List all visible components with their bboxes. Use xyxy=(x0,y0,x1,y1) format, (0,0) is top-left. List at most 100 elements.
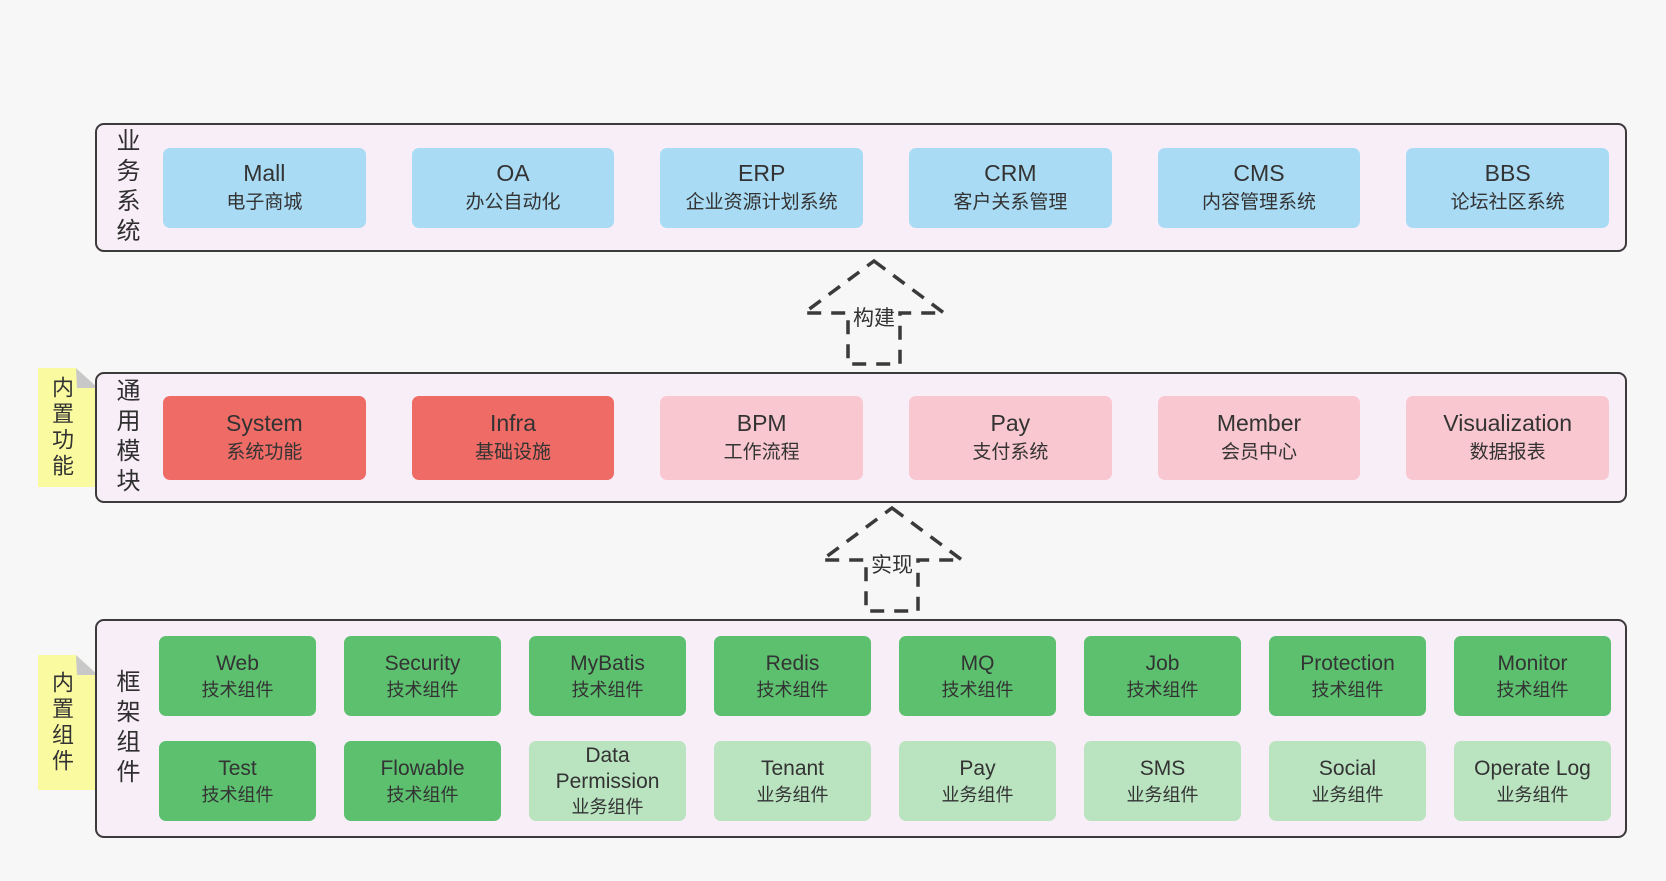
box-subtitle: 系统功能 xyxy=(226,442,303,464)
box-subtitle: 工作流程 xyxy=(723,442,800,464)
box-title: MyBatis xyxy=(570,651,645,675)
box-system: System 系统功能 xyxy=(163,395,366,480)
band-common-modules: 通用模块 System 系统功能 Infra 基础设施 BPM 工作流程 Pay… xyxy=(95,372,1627,503)
box-protection: Protection 技术组件 xyxy=(1269,636,1426,716)
box-subtitle: 技术组件 xyxy=(941,679,1014,700)
box-subtitle: 技术组件 xyxy=(386,679,459,700)
box-title: Test xyxy=(218,756,257,780)
box-title: Protection xyxy=(1300,651,1395,675)
arrow-implement-label: 实现 xyxy=(868,549,916,579)
box-erp: ERP 企业资源计划系统 xyxy=(660,147,863,228)
arrow-build: 构建 xyxy=(794,256,954,368)
box-subtitle: 支付系统 xyxy=(972,442,1049,464)
sticky-built-in-components: 内置组件 xyxy=(38,655,98,790)
box-title: MQ xyxy=(960,651,995,675)
box-title: CRM xyxy=(984,160,1037,187)
box-subtitle: 业务组件 xyxy=(756,784,829,805)
box-subtitle: 电子商城 xyxy=(226,192,303,214)
box-tenant: Tenant 业务组件 xyxy=(714,741,871,821)
folded-corner-icon xyxy=(76,655,98,675)
box-title: Pay xyxy=(959,756,996,780)
box-test: Test 技术组件 xyxy=(159,741,316,821)
box-title: Security xyxy=(384,651,461,675)
box-subtitle: 业务组件 xyxy=(1311,784,1384,805)
box-crm: CRM 客户关系管理 xyxy=(909,147,1112,228)
box-oa: OA 办公自动化 xyxy=(411,147,615,228)
box-visualization: Visualization 数据报表 xyxy=(1406,395,1609,480)
arrow-implement: 实现 xyxy=(812,503,972,615)
box-title: Web xyxy=(216,651,259,675)
box-subtitle: 技术组件 xyxy=(571,679,644,700)
box-subtitle: 客户关系管理 xyxy=(953,192,1068,214)
box-infra: Infra 基础设施 xyxy=(411,395,615,480)
box-title: Operate Log xyxy=(1474,756,1591,780)
box-subtitle: 数据报表 xyxy=(1469,442,1546,464)
sticky-built-in-features: 内置功能 xyxy=(38,368,98,487)
box-title: Mall xyxy=(243,160,286,187)
band-framework-components: 框架组件 Web 技术组件 Security 技术组件 MyBatis 技术组件… xyxy=(95,619,1627,838)
box-subtitle: 技术组件 xyxy=(201,679,274,700)
box-title: Monitor xyxy=(1497,651,1568,675)
box-operate-log: Operate Log 业务组件 xyxy=(1454,741,1611,821)
band-label-common-modules: 通用模块 xyxy=(112,377,139,498)
box-mq: MQ 技术组件 xyxy=(899,636,1056,716)
box-subtitle: 技术组件 xyxy=(1311,679,1384,700)
box-subtitle: 技术组件 xyxy=(1496,679,1569,700)
box-title: BBS xyxy=(1484,160,1531,187)
box-security: Security 技术组件 xyxy=(344,636,501,716)
sticky-built-in-features-label: 内置功能 xyxy=(49,375,74,480)
box-subtitle: 业务组件 xyxy=(571,797,644,818)
band-label-business-systems: 业务系统 xyxy=(112,127,139,248)
box-mall: Mall 电子商城 xyxy=(163,147,366,228)
business-systems-boxes: Mall 电子商城 OA 办公自动化 ERP 企业资源计划系统 CRM 客户关系… xyxy=(137,147,1625,228)
box-title: Pay xyxy=(990,410,1031,437)
box-title: Tenant xyxy=(760,756,825,780)
box-title: CMS xyxy=(1233,160,1285,187)
arrow-build-label: 构建 xyxy=(850,302,898,332)
box-title: SMS xyxy=(1139,756,1186,780)
box-sms: SMS 业务组件 xyxy=(1084,741,1241,821)
box-bbs: BBS 论坛社区系统 xyxy=(1406,147,1609,228)
band-label-framework-components: 框架组件 xyxy=(112,668,139,789)
framework-components-boxes: Web 技术组件 Security 技术组件 MyBatis 技术组件 Redi… xyxy=(137,636,1625,821)
box-title: System xyxy=(225,410,303,437)
box-bpm: BPM 工作流程 xyxy=(660,395,863,480)
box-subtitle: 技术组件 xyxy=(386,784,459,805)
folded-corner-icon xyxy=(76,368,98,388)
box-title: BPM xyxy=(736,410,787,437)
box-title: Social xyxy=(1318,756,1377,780)
box-title: Data Permission xyxy=(555,744,660,793)
box-data-permission: Data Permission 业务组件 xyxy=(529,741,686,821)
box-web: Web 技术组件 xyxy=(159,636,316,716)
box-subtitle: 业务组件 xyxy=(1126,784,1199,805)
band-business-systems: 业务系统 Mall 电子商城 OA 办公自动化 ERP 企业资源计划系统 CRM… xyxy=(95,123,1627,252)
box-cms: CMS 内容管理系统 xyxy=(1157,147,1361,228)
box-title: Member xyxy=(1216,410,1302,437)
box-subtitle: 技术组件 xyxy=(201,784,274,805)
box-subtitle: 业务组件 xyxy=(1496,784,1569,805)
box-subtitle: 办公自动化 xyxy=(465,192,561,214)
box-title: Infra xyxy=(489,410,536,437)
up-arrow-icon xyxy=(816,505,968,613)
up-arrow-icon xyxy=(798,258,950,366)
common-modules-boxes: System 系统功能 Infra 基础设施 BPM 工作流程 Pay 支付系统… xyxy=(137,395,1625,480)
box-title: Redis xyxy=(765,651,820,675)
box-job: Job 技术组件 xyxy=(1084,636,1241,716)
box-subtitle: 技术组件 xyxy=(756,679,829,700)
box-subtitle: 会员中心 xyxy=(1220,442,1297,464)
box-title: Flowable xyxy=(380,756,465,780)
sticky-built-in-components-label: 内置组件 xyxy=(49,670,74,775)
box-mybatis: MyBatis 技术组件 xyxy=(529,636,686,716)
box-title: ERP xyxy=(738,160,786,187)
box-subtitle: 企业资源计划系统 xyxy=(685,192,838,214)
box-flowable: Flowable 技术组件 xyxy=(344,741,501,821)
box-subtitle: 技术组件 xyxy=(1126,679,1199,700)
box-title: OA xyxy=(496,160,530,187)
box-subtitle: 内容管理系统 xyxy=(1201,192,1316,214)
box-title: Job xyxy=(1145,651,1180,675)
box-pay-component: Pay 业务组件 xyxy=(899,741,1056,821)
box-pay: Pay 支付系统 xyxy=(909,395,1112,480)
box-social: Social 业务组件 xyxy=(1269,741,1426,821)
box-title: Visualization xyxy=(1443,410,1573,437)
box-subtitle: 基础设施 xyxy=(474,442,551,464)
